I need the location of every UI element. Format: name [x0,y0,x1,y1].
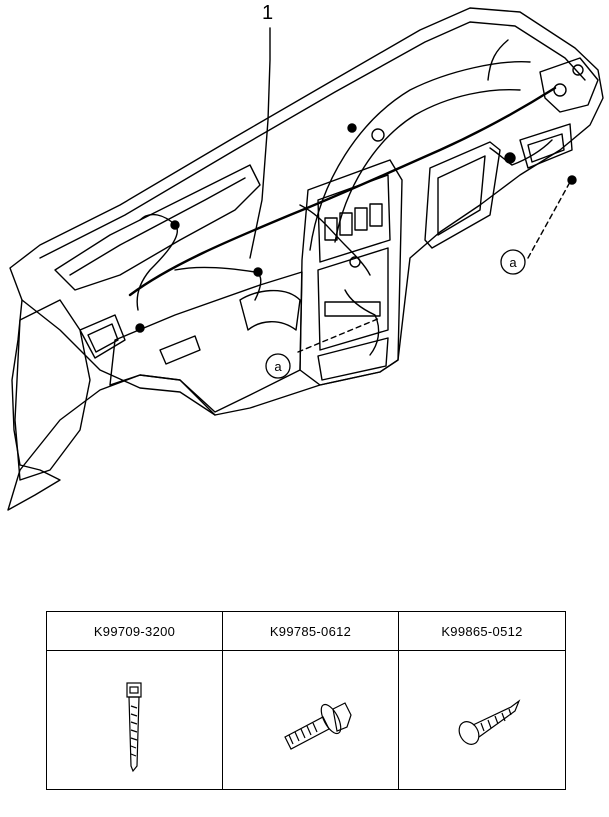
ref-mark-a-left: a [265,353,291,379]
part-number-label: K99865-0512 [399,612,565,651]
part-number-label: K99709-3200 [47,612,222,651]
flange-bolt-icon [223,651,398,789]
svg-text:a: a [509,255,517,270]
cable-tie-icon [47,651,222,789]
svg-text:a: a [274,359,282,374]
part-number-label: K99785-0612 [223,612,398,651]
ref-mark-a-right: a [500,249,526,275]
part-cell-flange-bolt: K99785-0612 [223,612,399,789]
part-cell-tapping-screw: K99865-0512 [399,612,565,789]
part-cell-cable-tie: K99709-3200 [47,612,223,789]
tapping-screw-icon [399,651,565,789]
dashboard-harness-diagram: a a [7,7,604,511]
callout-number-1: 1 [262,2,274,24]
fastener-parts-table: K99709-3200 K99785-0612 [46,611,566,790]
